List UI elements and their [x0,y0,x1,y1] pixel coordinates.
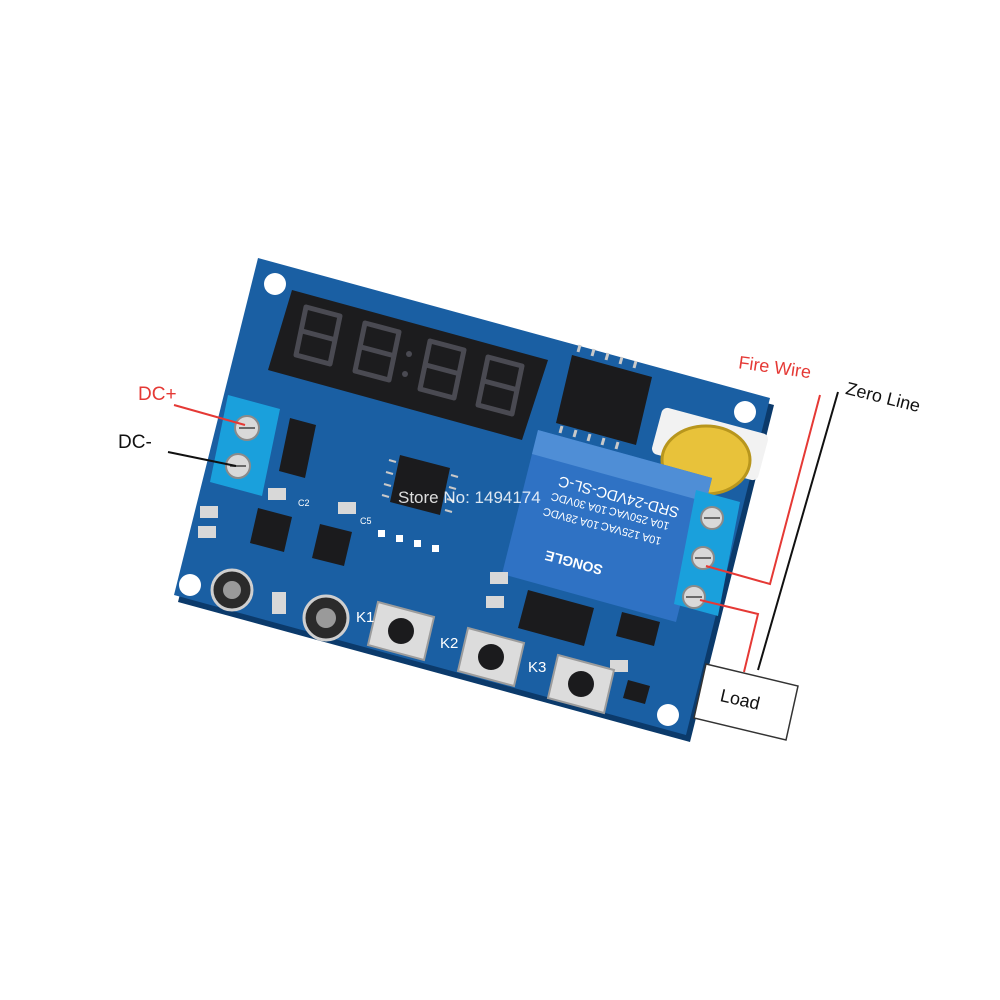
ic-chip-center [381,455,459,515]
wiring-annotations [167,391,839,673]
digit-4 [475,354,525,417]
output-terminal-block [674,490,740,616]
mount-hole-bottom-left [179,574,201,596]
load-box: Load [693,663,799,741]
mount-hole-bottom-right [657,704,679,726]
digit-3 [417,338,467,401]
silk-k1: K1 [356,609,374,626]
digit-1 [293,304,343,367]
fire-wire-line [705,394,821,586]
dc-plus-label: DC+ [138,384,177,405]
dc-plus-wire [173,404,246,426]
zero-line-wire [757,391,839,671]
button-k1 [366,600,436,662]
button-k3 [546,653,616,715]
button-k2 [456,626,526,688]
seven-segment-display [268,290,548,440]
smd-components [198,418,660,704]
relay: SRD-24VDC-SL-C 10A 250VAC 10A 30VDC 10A … [502,430,712,622]
fire-wire-label: Fire Wire [737,352,812,382]
zero-line-label: Zero Line [844,378,923,416]
silkscreen-dots [378,530,439,552]
fire-wire-load-line [699,599,760,673]
mount-hole-top-right [734,401,756,423]
store-watermark: Store No: 1494174 [398,488,541,507]
ic-chip-top [556,344,652,450]
capacitors [210,568,350,642]
silk-k2: K2 [440,635,458,652]
silk-c5: C5 [360,516,372,526]
dc-minus-wire [167,451,237,467]
dc-minus-label: DC- [118,432,152,453]
mount-hole-top-left [264,273,286,295]
digit-2 [352,320,402,383]
silk-k3: K3 [528,659,546,676]
silk-c2: C2 [298,498,310,508]
